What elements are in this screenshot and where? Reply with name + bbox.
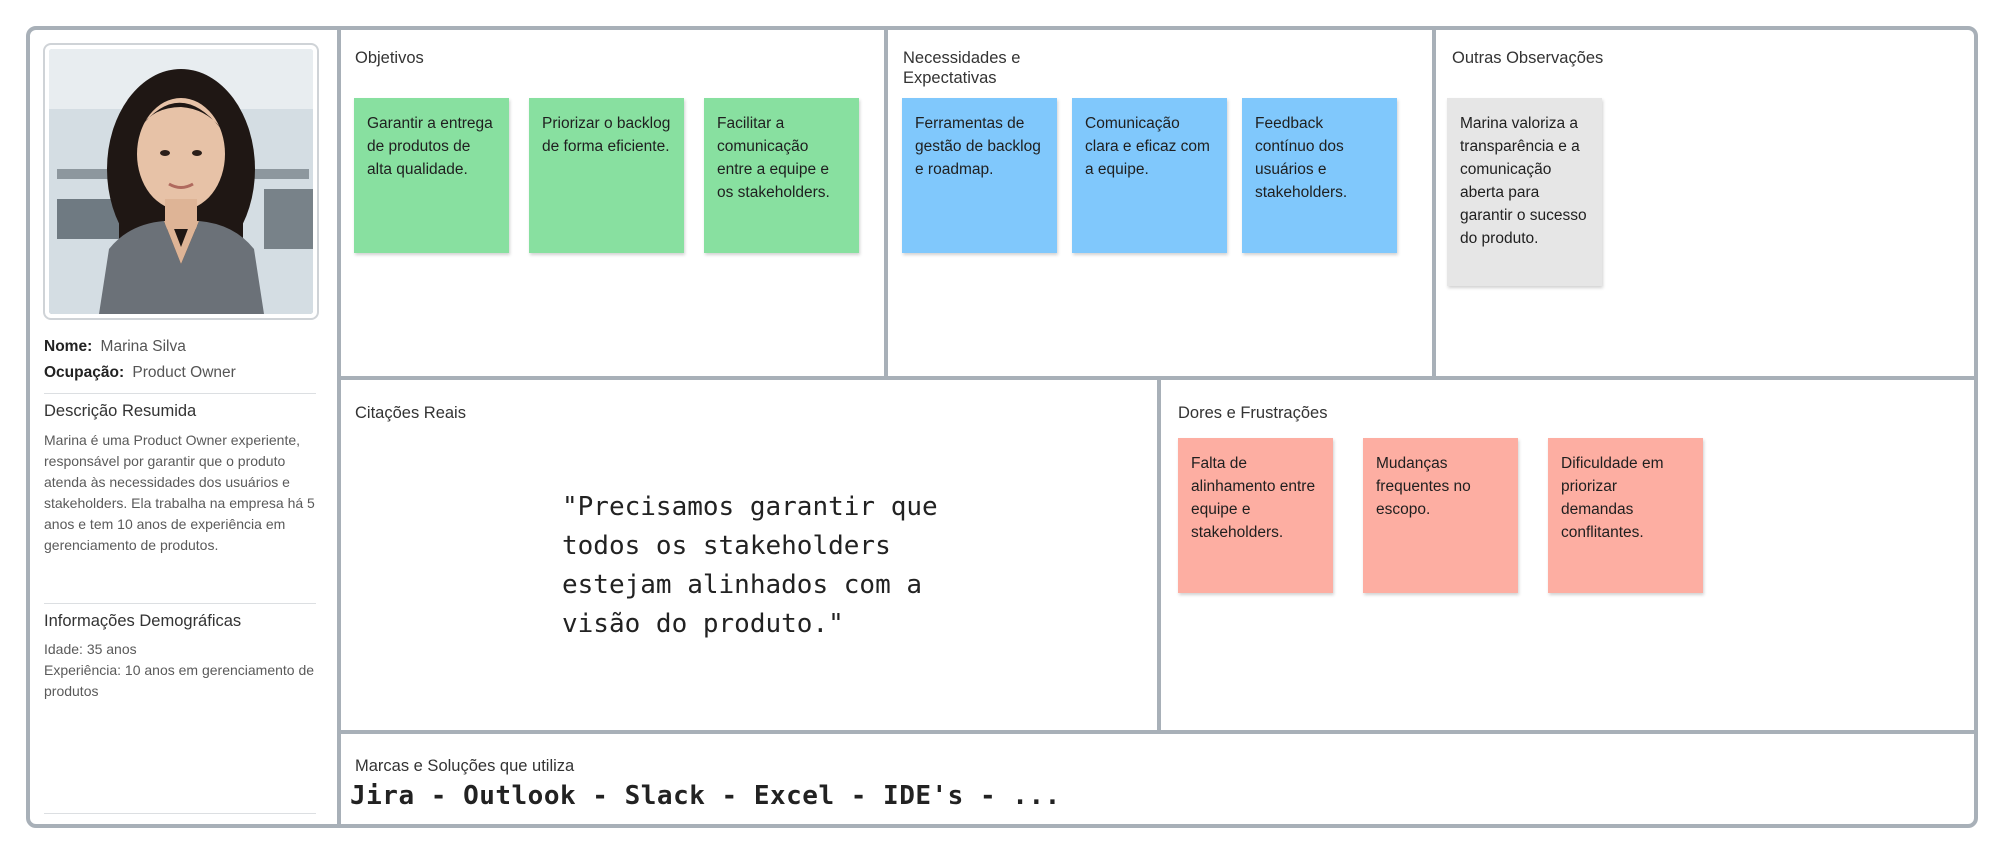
persona-name-row: Nome: Marina Silva — [44, 336, 186, 358]
observacoes-note-1[interactable]: Marina valoriza a transparência e a comu… — [1447, 98, 1602, 286]
marcas-list: Jira - Outlook - Slack - Excel - IDE's -… — [350, 781, 1061, 811]
dores-note-1[interactable]: Falta de alinhamento entre equipe e stak… — [1178, 438, 1333, 593]
summary-text: Marina é uma Product Owner experiente, r… — [44, 432, 315, 553]
left-divider-1 — [44, 393, 316, 394]
marcas-title: Marcas e Soluções que utiliza — [355, 757, 575, 775]
persona-occupation-label: Ocupação: — [44, 364, 125, 381]
citacoes-title: Citações Reais — [355, 404, 466, 422]
left-divider-2 — [44, 603, 316, 604]
objetivos-note-2[interactable]: Priorizar o backlog de forma eficiente. — [529, 98, 684, 253]
persona-portrait-illustration — [49, 49, 313, 314]
citacoes-quote: "Precisamos garantir que todos os stakeh… — [562, 492, 938, 639]
dores-note-3[interactable]: Dificuldade em priorizar demandas confli… — [1548, 438, 1703, 593]
divider-citacoes-dores — [1157, 380, 1161, 734]
divider-top-row — [337, 376, 1974, 380]
demographics-age: Idade: 35 anos — [44, 641, 137, 657]
persona-occupation-value: Product Owner — [132, 364, 236, 381]
divider-middle-row — [337, 730, 1974, 734]
persona-photo — [49, 49, 313, 314]
dores-note-2[interactable]: Mudanças frequentes no escopo. — [1363, 438, 1518, 593]
demographics-experience: Experiência: 10 anos em gerenciamento de… — [44, 662, 315, 699]
left-divider-3 — [44, 813, 316, 814]
objetivos-note-3[interactable]: Facilitar a comunicação entre a equipe e… — [704, 98, 859, 253]
observacoes-title: Outras Observações — [1452, 49, 1604, 67]
persona-occupation-row: Ocupação: Product Owner — [44, 362, 236, 384]
necessidades-title: Necessidades e Expectativas — [903, 49, 1021, 87]
necessidades-note-2[interactable]: Comunicação clara e eficaz com a equipe. — [1072, 98, 1227, 253]
divider-necessidades-observacoes — [1432, 30, 1436, 380]
demographics-heading: Informações Demográficas — [44, 612, 242, 630]
persona-name-value: Marina Silva — [100, 338, 186, 355]
divider-left-column — [337, 30, 341, 824]
divider-objetivos-necessidades — [884, 30, 888, 380]
persona-photo-frame — [43, 43, 319, 320]
persona-name-label: Nome: — [44, 338, 93, 355]
persona-canvas-board: Nome: Marina Silva Ocupação: Product Own… — [26, 26, 1978, 828]
dores-title: Dores e Frustrações — [1178, 404, 1328, 422]
necessidades-note-1[interactable]: Ferramentas de gestão de backlog e roadm… — [902, 98, 1057, 253]
summary-heading: Descrição Resumida — [44, 402, 197, 420]
objetivos-title: Objetivos — [355, 49, 424, 67]
necessidades-note-3[interactable]: Feedback contínuo dos usuários e stakeho… — [1242, 98, 1397, 253]
objetivos-note-1[interactable]: Garantir a entrega de produtos de alta q… — [354, 98, 509, 253]
